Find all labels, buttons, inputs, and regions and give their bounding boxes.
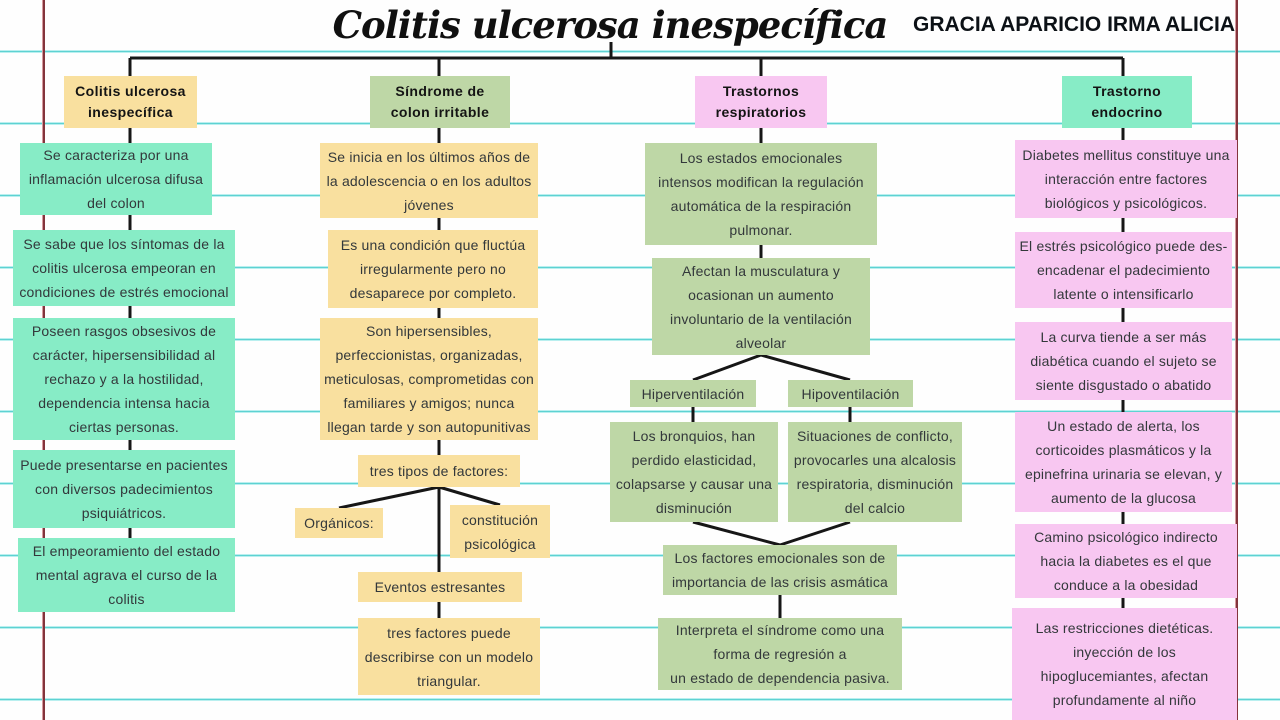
col3-box-1: Los estados emocionales intensos modific… — [645, 143, 877, 245]
author-name: GRACIA APARICIO IRMA ALICIA — [913, 13, 1235, 36]
col3-situaciones-box: Situaciones de conflicto, provocarles un… — [788, 422, 962, 522]
col2-eventos-box: Eventos estresantes — [358, 572, 522, 602]
col1-box-3: Poseen rasgos obsesivos de carácter, hip… — [13, 318, 235, 440]
col3-hipoventilacion-box: Hipoventilación — [788, 380, 913, 407]
col3-bronquios-box: Los bronquios, han perdido elasticidad, … — [610, 422, 778, 522]
page-title: Colitis ulcerosa inespecífica — [332, 3, 889, 47]
col1-box-1: Se caracteriza por una inflamación ulcer… — [20, 143, 212, 215]
col3-hiperventilacion-box: Hiperventilación — [630, 380, 756, 407]
col4-box-4: Un estado de alerta, los corticoides pla… — [1015, 412, 1232, 512]
col2-box-1: Se inicia en los últimos años de la adol… — [320, 143, 538, 218]
col4-box-6: Las restricciones dietéticas. inyección … — [1012, 608, 1237, 720]
col4-box-2: El estrés psicológico puede des- encaden… — [1015, 232, 1232, 308]
col4-box-3: La curva tiende a ser más diabética cuan… — [1015, 322, 1232, 400]
col4-box-1: Diabetes mellitus constituye una interac… — [1015, 140, 1237, 218]
col3-crisis-box: Los factores emocionales son de importan… — [663, 545, 897, 595]
col4-header-box: Trastorno endocrino — [1062, 76, 1192, 128]
col3-header-box: Trastornos respiratorios — [695, 76, 827, 128]
col2-box-3: Son hipersensibles, perfeccionistas, org… — [320, 318, 538, 440]
col3-box-2: Afectan la musculatura y ocasionan un au… — [652, 258, 870, 355]
col1-header-box: Colitis ulcerosa inespecífica — [64, 76, 197, 128]
col2-factores-box: tres tipos de factores: — [358, 455, 520, 487]
col1-box-2: Se sabe que los síntomas de la colitis u… — [13, 230, 235, 306]
col2-box-2: Es una condición que fluctúa irregularme… — [328, 230, 538, 308]
col2-constitucion-box: constitución psicológica — [450, 505, 550, 558]
col4-box-5: Camino psicológico indirecto hacia la di… — [1015, 524, 1237, 598]
col1-box-5: El empeoramiento del estado mental agrav… — [18, 538, 235, 612]
right-margin-line — [1235, 0, 1238, 720]
col2-organicos-box: Orgánicos: — [295, 508, 383, 538]
col2-triangular-box: tres factores puede describirse con un m… — [358, 618, 540, 695]
col2-header-box: Síndrome de colon irritable — [370, 76, 510, 128]
col1-box-4: Puede presentarse en pacientes con diver… — [13, 450, 235, 528]
col3-interpreta-box: Interpreta el síndrome como una forma de… — [658, 618, 902, 690]
